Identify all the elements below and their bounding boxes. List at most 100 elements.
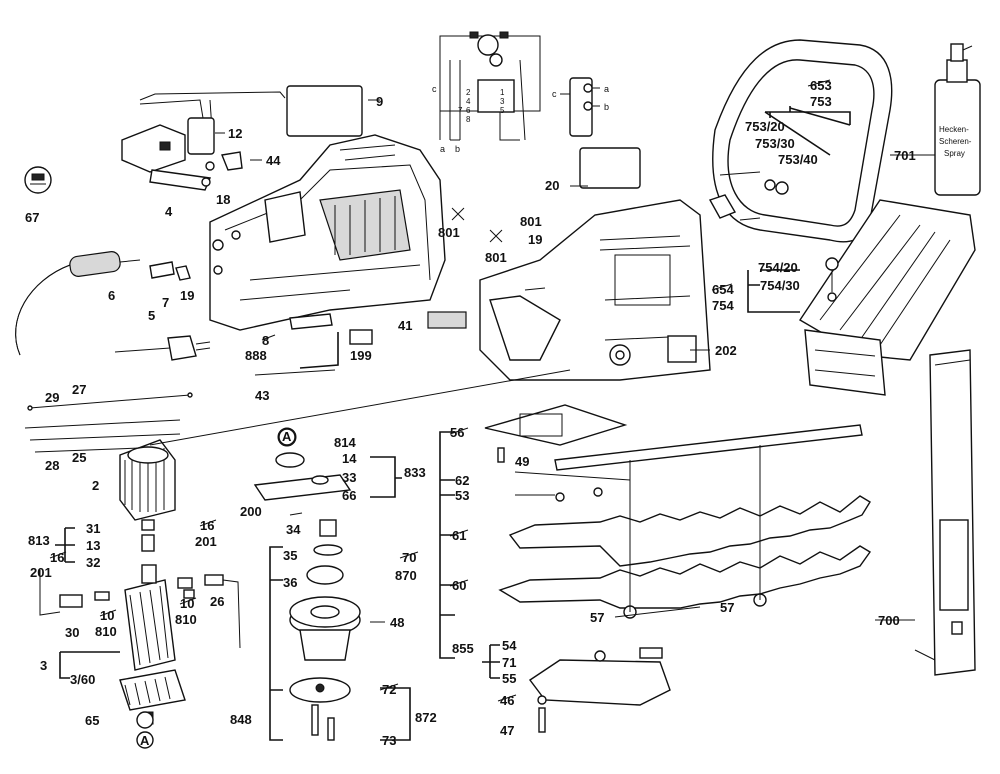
label-34: 34 [286,522,301,537]
terminal-5: 5 [500,106,505,115]
label-872: 872 [415,710,437,725]
label-801-mid: 801 [520,214,542,229]
label-13: 13 [86,538,100,553]
label-753-20: 753/20 [745,119,785,134]
label-810-right: 810 [175,612,197,627]
bracket-813 [55,527,75,563]
spray-text-3: Spray [944,149,965,158]
label-67: 67 [25,210,39,225]
wire-label-b-left: b [455,144,460,154]
power-cable [15,251,211,361]
label-8: 8 [262,333,269,348]
pad-41 [427,311,467,329]
label-801-right: 801 [485,250,507,265]
label-31: 31 [86,521,100,536]
label-30: 30 [65,625,79,640]
label-57-right: 57 [720,600,734,615]
label-814: 814 [334,435,356,450]
label-753-40: 753/40 [778,152,818,167]
label-66: 66 [342,488,356,503]
label-888: 888 [245,348,267,363]
front-handle [708,39,893,243]
label-28: 28 [45,458,59,473]
bracket-872 [380,687,411,741]
bracket-833 [370,456,402,498]
ref-a-bottom: A [140,733,150,748]
wiring-schematic [439,31,541,141]
label-18: 18 [216,192,230,207]
label-848: 848 [230,712,252,727]
ref-a-top-circle [277,427,297,447]
label-54: 54 [502,638,517,653]
label-44: 44 [266,153,281,168]
label-61: 61 [452,528,466,543]
spray-can-701 [934,43,981,196]
label-6: 6 [108,288,115,303]
terminal-4: 4 [466,97,471,106]
leader-line [149,369,571,446]
wire-label-a-left: a [440,144,445,154]
rod-43 [254,369,336,376]
label-701: 701 [894,148,916,163]
label-71: 71 [502,655,516,670]
wire-label-c-left: c [432,84,437,94]
bracket-848 [269,546,283,741]
label-7: 7 [162,295,169,310]
label-25: 25 [72,450,86,465]
terminal-6: 6 [466,106,471,115]
label-12: 12 [228,126,242,141]
label-754-30: 754/30 [760,278,800,293]
brush-rods [24,392,193,453]
label-32: 32 [86,555,100,570]
label-41: 41 [398,318,412,333]
label-48: 48 [390,615,404,630]
part-65-bearing [136,711,154,729]
label-201-right: 201 [195,534,217,549]
label-813: 813 [28,533,50,548]
label-29: 29 [45,390,59,405]
label-754-20: 754/20 [758,260,798,275]
label-55: 55 [502,671,516,686]
terminal-8: 8 [466,115,471,124]
bracket-753-lines [764,107,851,156]
terminal-7: 7 [458,106,463,115]
label-9: 9 [376,94,383,109]
label-46: 46 [500,693,514,708]
label-53: 53 [455,488,469,503]
label-700: 700 [878,613,900,628]
label-200: 200 [240,504,262,519]
tube-700 [914,349,976,676]
housing-left-half [209,85,446,331]
label-62: 62 [455,473,469,488]
label-35: 35 [283,548,297,563]
wire-label-a-right: a [604,84,609,94]
bracket-blades-ticks [440,479,455,616]
wire-label-c-right: c [552,89,557,99]
label-36: 36 [283,575,297,590]
terminal-2: 2 [466,88,471,97]
label-27: 27 [72,382,86,397]
housing-right-half [479,147,711,381]
bracket-754 [747,269,800,313]
label-654: 654 [712,282,734,297]
label-201-left: 201 [30,565,52,580]
blade-guard [799,199,976,396]
bracket-blades [439,431,455,659]
label-202: 202 [715,343,737,358]
label-3: 3 [40,658,47,673]
label-199 [349,329,373,345]
leader-62 [514,471,631,481]
spray-text-2: Scheren- [939,137,972,146]
label-72: 72 [382,682,396,697]
stator-2 [119,439,176,521]
label-653: 653 [810,78,832,93]
label-855: 855 [452,641,474,656]
label-199: 199 [350,348,372,363]
ref-a-top: A [282,429,292,444]
spray-text-1: Hecken- [939,125,969,134]
part-8-plate [289,313,333,330]
bracket-848-ticks [270,579,283,691]
bracket-855 [482,644,500,679]
label-60: 60 [452,578,466,593]
